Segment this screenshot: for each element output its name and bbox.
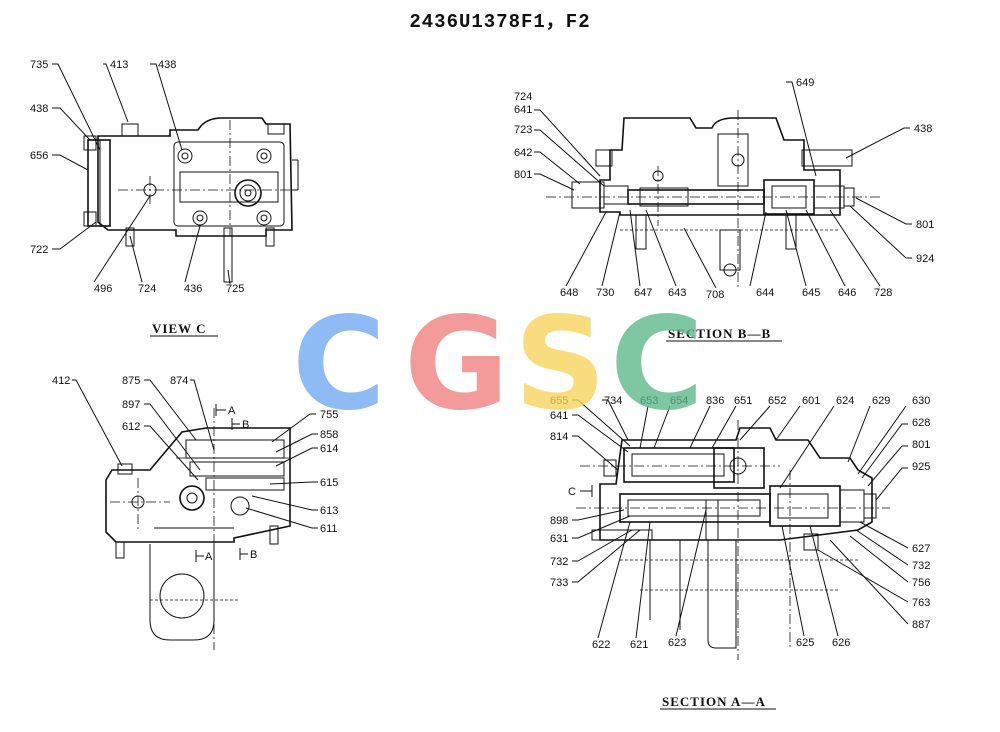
label-641: 641 (550, 410, 568, 422)
cut-mark-a-top: A (228, 405, 236, 417)
label-622: 622 (592, 639, 610, 651)
caption-section-aa: SECTION A—A (662, 694, 766, 709)
label-611: 611 (320, 523, 338, 535)
section-bb-leaders (534, 81, 912, 289)
label-730: 730 (596, 287, 614, 299)
label-629: 629 (872, 395, 890, 407)
label-756: 756 (912, 577, 930, 589)
label-755: 755 (320, 409, 338, 421)
watermark-letter-g: G (404, 290, 509, 439)
section-left-drawing (105, 408, 291, 650)
label-887: 887 (912, 619, 930, 631)
label-646: 646 (838, 287, 856, 299)
label-722: 722 (30, 244, 48, 256)
label-735: 735 (30, 59, 48, 71)
section-left-leaders (72, 379, 318, 529)
label-924: 924 (916, 253, 934, 265)
label-898: 898 (550, 515, 568, 527)
label-613: 613 (320, 505, 338, 517)
label-612: 612 (122, 421, 140, 433)
label-801: 801 (916, 219, 934, 231)
label-614: 614 (320, 443, 338, 455)
drawing-title: 2436U1378F1，F2 (409, 11, 591, 33)
label-631: 631 (550, 533, 568, 545)
label-732: 732 (912, 560, 930, 572)
caption-section-bb: SECTION B—B (668, 326, 771, 341)
section-left-markers: A B A B (195, 404, 257, 563)
view-c-leaders (52, 63, 231, 285)
cut-mark-b-bottom: B (250, 549, 257, 561)
watermark-letter-c1: C (292, 290, 386, 439)
label-652: 652 (768, 395, 786, 407)
label-621: 621 (630, 639, 648, 651)
label-653: 653 (640, 395, 658, 407)
label-626: 626 (832, 637, 850, 649)
watermark-logo: C G S C (292, 290, 704, 439)
label-656: 656 (30, 150, 48, 162)
label-814: 814 (550, 431, 568, 443)
view-c-drawing (83, 117, 299, 283)
label-836: 836 (706, 395, 724, 407)
cut-mark-b-top: B (242, 419, 249, 431)
label-648: 648 (560, 287, 578, 299)
label-874: 874 (170, 375, 188, 387)
section-left-part-labels: 412 875 874 897 612 755 858 614 615 613 … (52, 375, 338, 535)
watermark-letter-s: S (514, 290, 606, 439)
label-708: 708 (706, 289, 724, 301)
section-bb-drawing (546, 110, 880, 290)
section-aa-leaders (572, 399, 909, 639)
label-412: 412 (52, 375, 70, 387)
label-628: 628 (912, 417, 930, 429)
label-438: 438 (914, 123, 932, 135)
label-654: 654 (670, 395, 688, 407)
label-643: 643 (668, 287, 686, 299)
label-725: 725 (226, 283, 244, 295)
label-645: 645 (802, 287, 820, 299)
label-627: 627 (912, 543, 930, 555)
section-bb-part-labels: 724 641 723 642 801 649 438 801 924 648 … (514, 77, 934, 301)
label-649: 649 (796, 77, 814, 89)
label-624: 624 (836, 395, 854, 407)
label-724: 724 (514, 91, 532, 103)
label-438: 438 (30, 103, 48, 115)
label-615: 615 (320, 477, 338, 489)
label-733: 733 (550, 577, 568, 589)
label-623: 623 (668, 637, 686, 649)
section-aa-drawing (576, 420, 890, 660)
label-728: 728 (874, 287, 892, 299)
label-642: 642 (514, 147, 532, 159)
caption-view-c: VIEW C (152, 321, 207, 336)
cut-mark-a-bottom: A (205, 551, 213, 563)
label-641: 641 (514, 104, 532, 116)
label-625: 625 (796, 637, 814, 649)
label-734: 734 (604, 395, 622, 407)
label-897: 897 (122, 399, 140, 411)
label-801: 801 (514, 169, 532, 181)
section-aa-markers: C (568, 485, 593, 498)
label-651: 651 (734, 395, 752, 407)
cut-mark-c: C (568, 486, 576, 498)
label-925: 925 (912, 461, 930, 473)
label-438: 438 (158, 59, 176, 71)
watermark-letter-c2: C (610, 290, 704, 439)
label-647: 647 (634, 287, 652, 299)
label-723: 723 (514, 124, 532, 136)
label-763: 763 (912, 597, 930, 609)
label-724: 724 (138, 283, 156, 295)
label-630: 630 (912, 395, 930, 407)
label-801: 801 (912, 439, 930, 451)
label-655: 655 (550, 395, 568, 407)
section-aa-part-labels: 655 734 653 654 836 651 652 601 624 629 … (550, 395, 930, 651)
label-858: 858 (320, 429, 338, 441)
label-413: 413 (110, 59, 128, 71)
label-644: 644 (756, 287, 774, 299)
view-c-part-labels: 735 413 438 438 656 722 496 724 436 725 (30, 59, 244, 295)
label-732: 732 (550, 556, 568, 568)
label-601: 601 (802, 395, 820, 407)
label-875: 875 (122, 375, 140, 387)
label-496: 496 (94, 283, 112, 295)
label-436: 436 (184, 283, 202, 295)
